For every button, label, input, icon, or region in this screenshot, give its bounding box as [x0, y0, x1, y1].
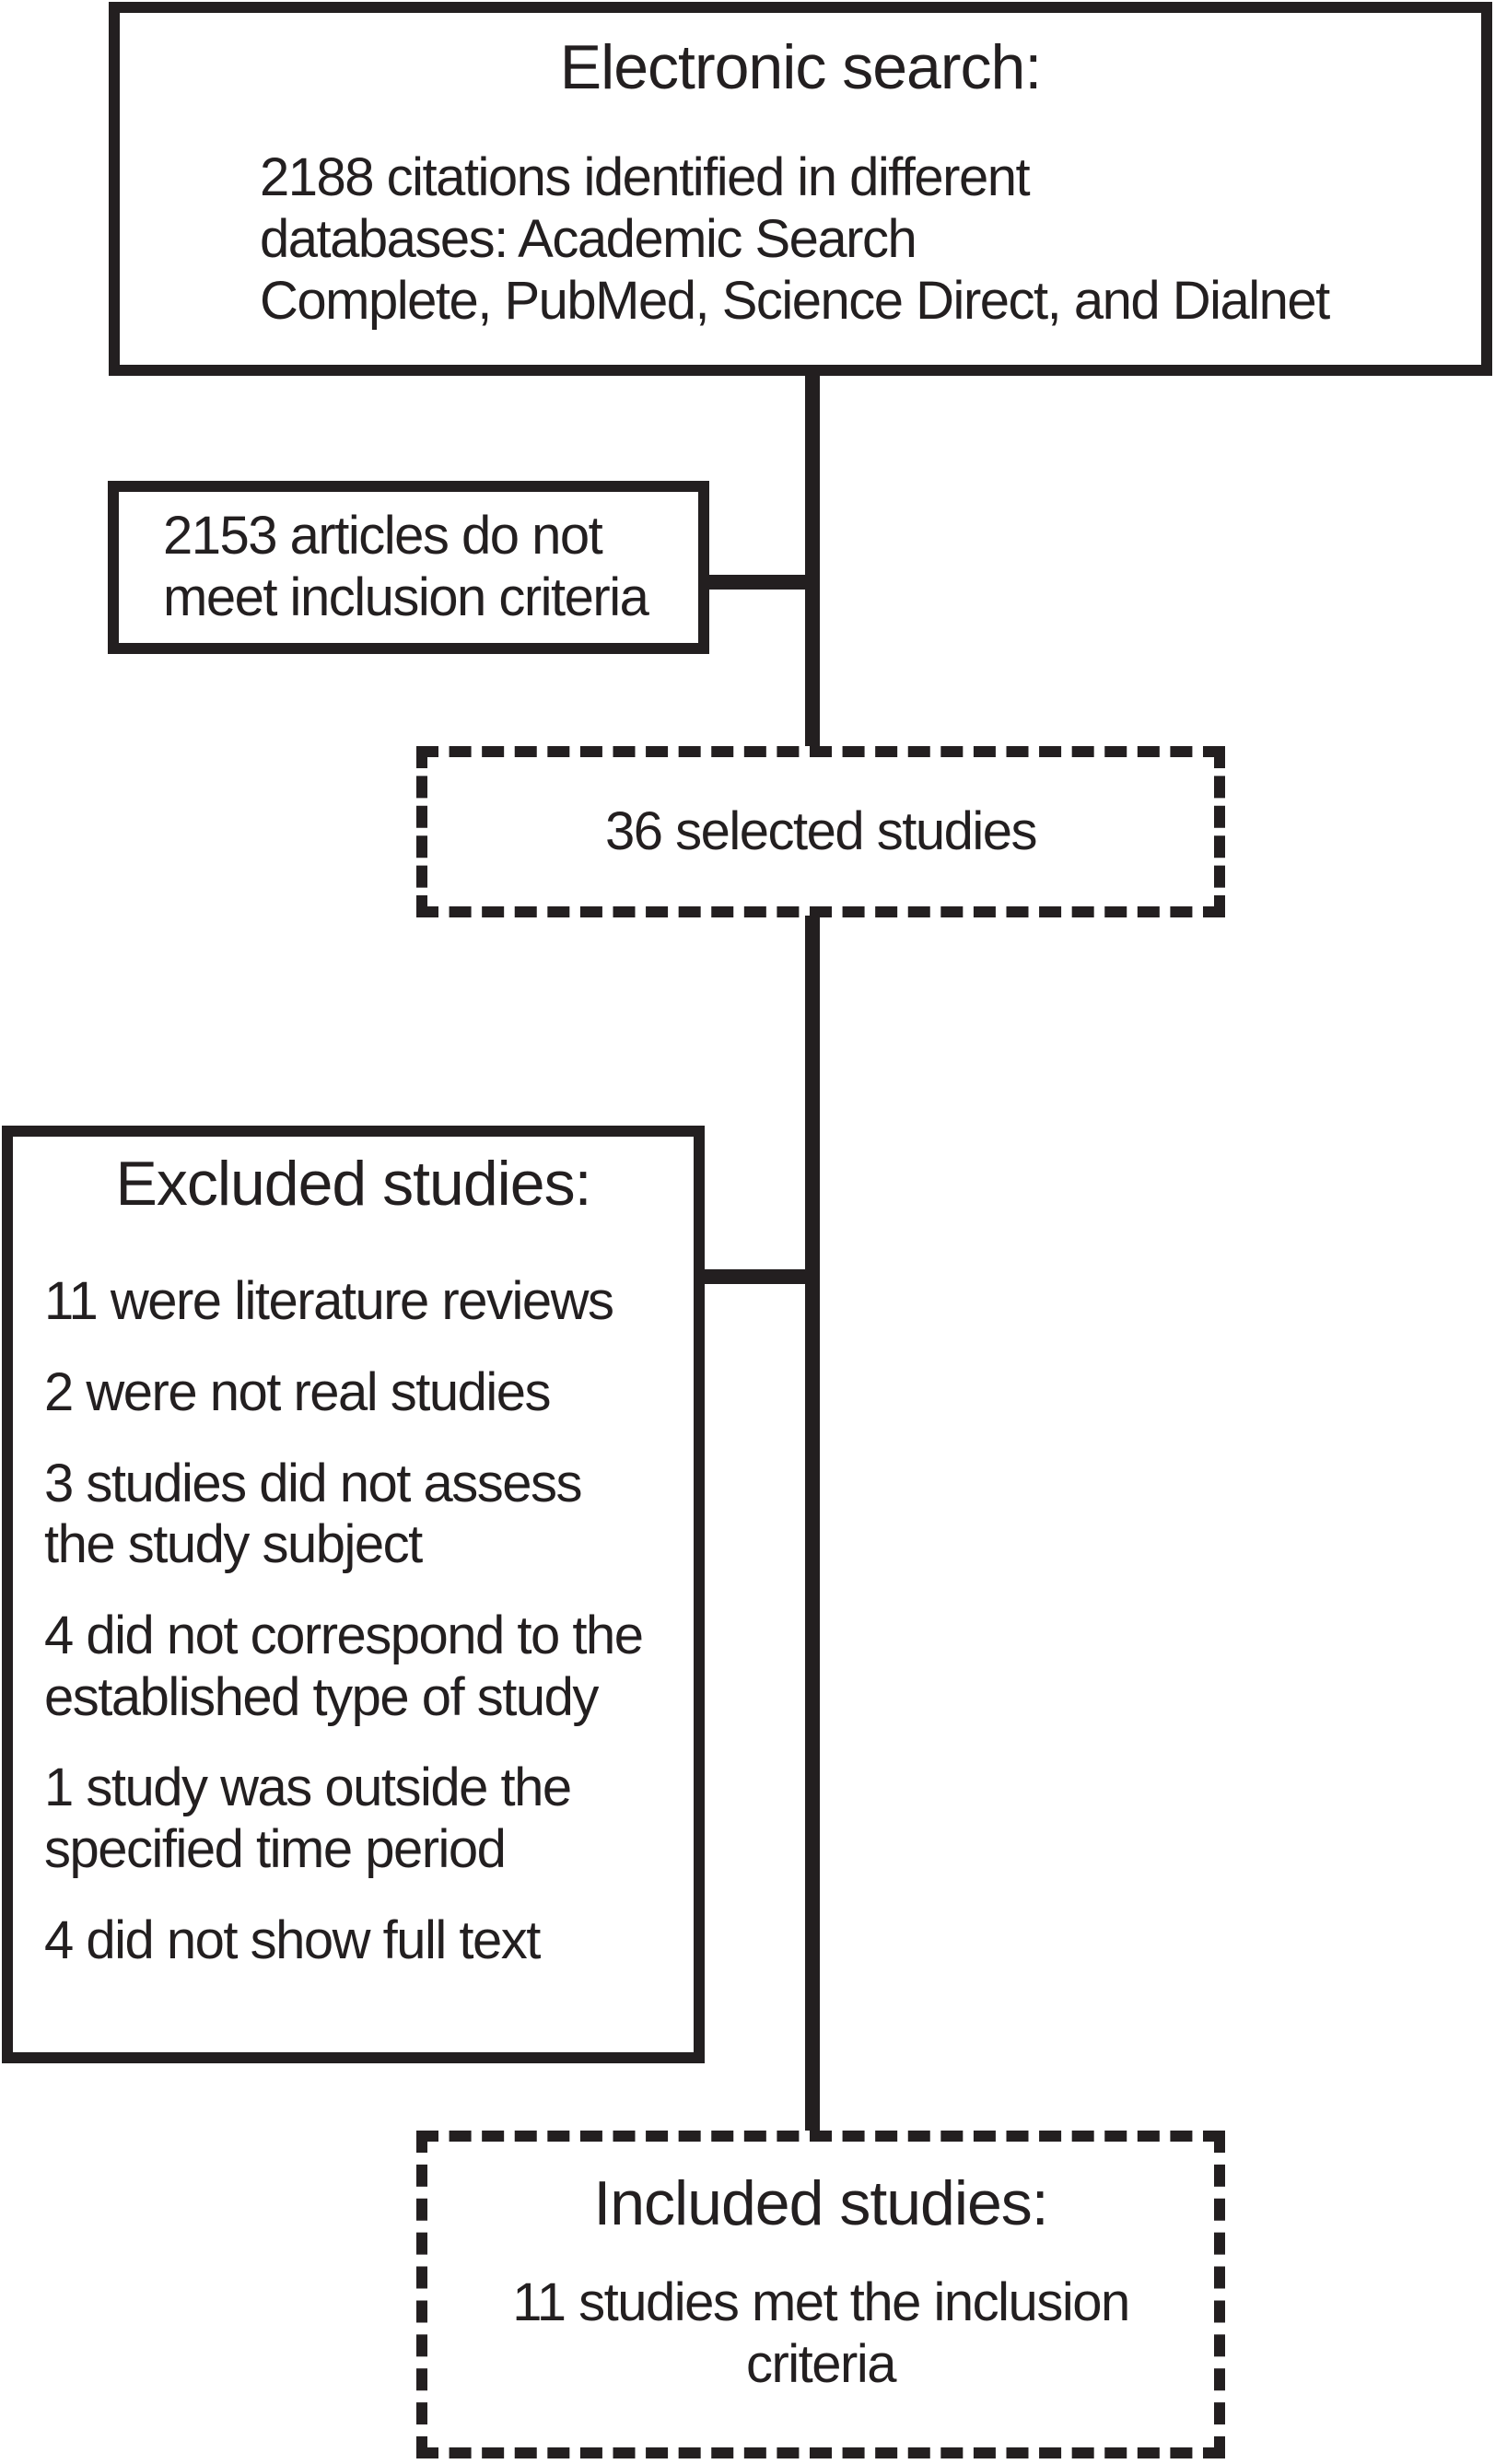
- connector-excluded-branch: [694, 1269, 820, 1284]
- excluded-studies-list: 11 were literature reviews 2 were not re…: [44, 1271, 675, 1971]
- excluded-item: 2 were not real studies: [44, 1361, 552, 1422]
- connector-search-to-selected: [805, 368, 820, 748]
- excluded-item: 11 were literature reviews: [44, 1271, 614, 1332]
- connector-not-meeting-branch: [698, 575, 820, 590]
- not-meeting-criteria-text: 2153 articles do not meet inclusion crit…: [163, 506, 649, 627]
- included-studies-box: Included studies: 11 studies met the inc…: [416, 2131, 1225, 2458]
- excluded-item: 1 study was outside the specified time p…: [44, 1757, 572, 1879]
- electronic-search-body: 2188 citations identified in different d…: [260, 147, 1330, 331]
- excluded-item: 4 did not correspond to the established …: [44, 1605, 644, 1727]
- included-studies-title: Included studies:: [593, 2168, 1048, 2238]
- excluded-item: 4 did not show full text: [44, 1909, 541, 1970]
- included-studies-body: 11 studies met the inclusion criteria: [512, 2272, 1130, 2394]
- connector-selected-to-included: [805, 916, 820, 2137]
- selected-studies-box: 36 selected studies: [416, 746, 1225, 917]
- excluded-studies-title: Excluded studies:: [115, 1149, 592, 1219]
- electronic-search-title: Electronic search:: [559, 32, 1042, 102]
- excluded-studies-box: Excluded studies: 11 were literature rev…: [2, 1126, 705, 2063]
- not-meeting-criteria-box: 2153 articles do not meet inclusion crit…: [108, 481, 709, 654]
- selected-studies-text: 36 selected studies: [604, 800, 1038, 861]
- electronic-search-box: Electronic search: 2188 citations identi…: [109, 2, 1492, 376]
- excluded-item: 3 studies did not assess the study subje…: [44, 1453, 583, 1575]
